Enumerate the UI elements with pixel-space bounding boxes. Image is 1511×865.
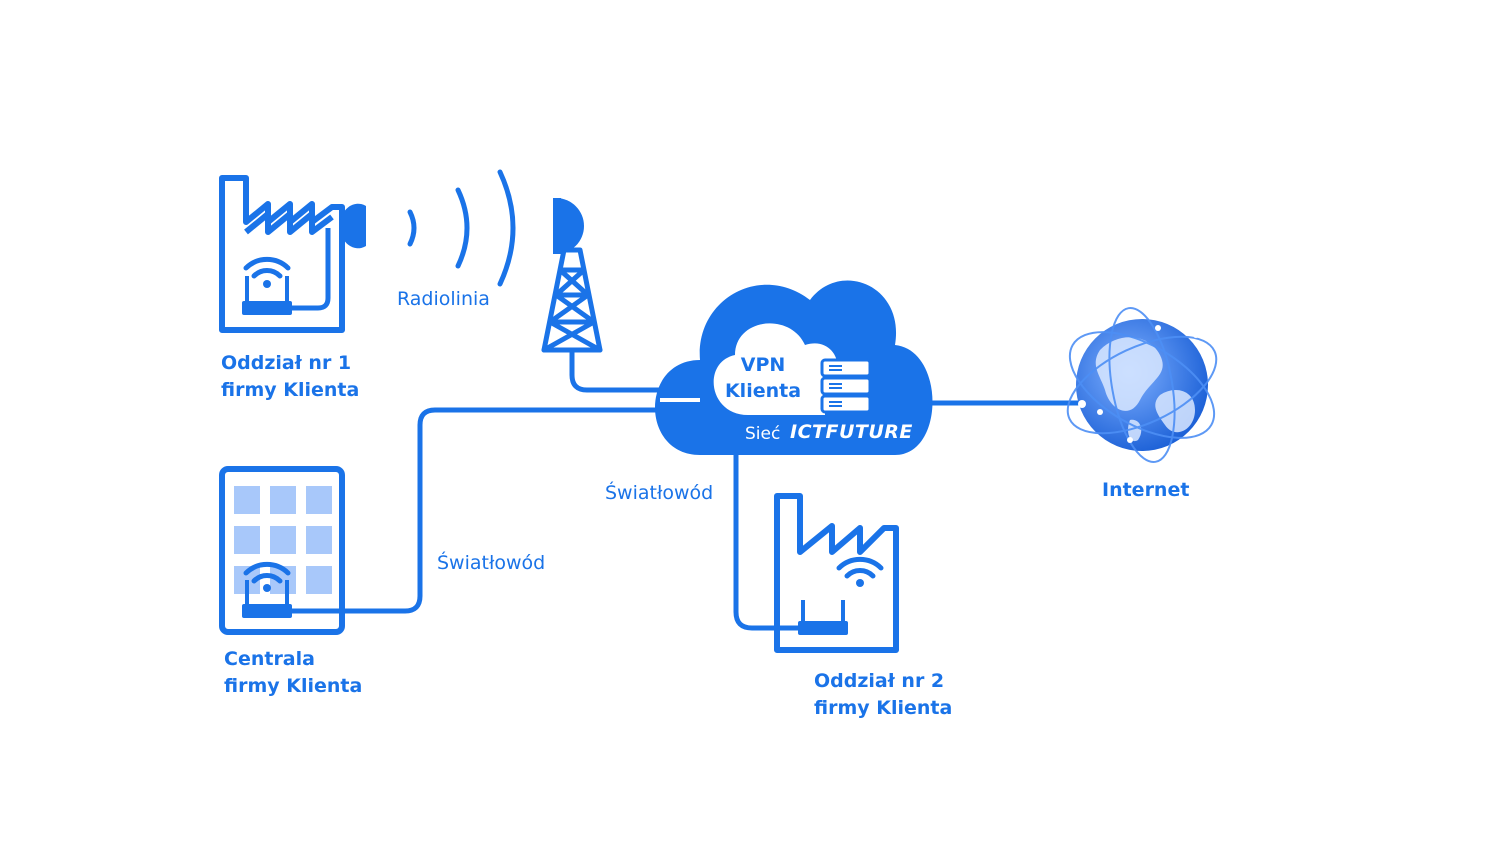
radio-link-label: Radiolinia [397, 288, 490, 310]
branch1-label-line1: Oddział nr 1 [221, 352, 352, 374]
branch1-label-line2: firmy Klienta [221, 379, 360, 401]
router-icon [242, 276, 292, 315]
office-building-icon [219, 466, 345, 635]
vpn-label: VPN Klienta [703, 352, 823, 404]
branch1-label: Oddział nr 1 firmy Klienta [221, 350, 359, 404]
hq-label-line1: Centrala [224, 648, 315, 670]
radio-waves-icon [407, 169, 516, 287]
hq-fiber-line [289, 407, 683, 614]
antenna-cable-line [292, 228, 331, 311]
dish-antenna-icon [339, 203, 366, 249]
branch2-label-line1: Oddział nr 2 [814, 670, 945, 692]
globe-icon [1066, 307, 1218, 463]
branch2-label: Oddział nr 2 firmy Klienta [814, 668, 952, 722]
vpn-label-line2: Klienta [724, 380, 802, 402]
network-prefix-label: Sieć [745, 424, 781, 444]
hq-label-line2: firmy Klienta [224, 675, 363, 697]
wifi-icon [836, 556, 884, 587]
ictfuture-logo: ICTFUTURE [790, 421, 913, 443]
internet-label: Internet [1102, 479, 1190, 501]
radio-tower-icon [541, 198, 603, 353]
vpn-label-line1: VPN [740, 354, 786, 376]
wifi-icon [243, 561, 291, 592]
factory-icon [774, 493, 899, 653]
branch2-fiber-line [733, 437, 803, 631]
factory-icon [219, 175, 345, 333]
hq-fiber-label: Światłowód [437, 552, 546, 574]
server-icon [820, 358, 872, 414]
tower-to-cloud-line [569, 349, 683, 393]
router-icon [242, 580, 292, 618]
hq-label: Centrala firmy Klienta [224, 646, 362, 700]
branch2-fiber-label: Światłowód [605, 482, 714, 504]
router-icon [798, 600, 848, 635]
branch2-label-line2: firmy Klienta [814, 697, 953, 719]
wifi-icon [243, 256, 291, 288]
